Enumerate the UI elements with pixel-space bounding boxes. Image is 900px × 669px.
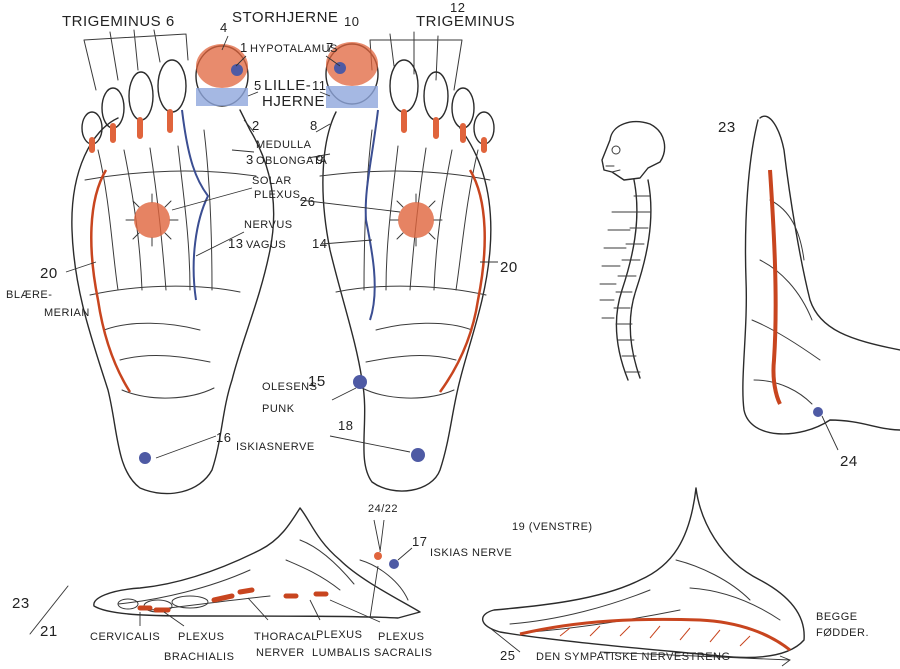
right-foot-bones [319, 129, 491, 399]
label-num-15: 15 [308, 373, 326, 390]
sympathetic-hatch [559, 625, 751, 647]
iskias-dot-right [411, 448, 425, 462]
bladder-meridian-right [438, 169, 486, 393]
label-num-14: 14 [312, 236, 327, 251]
label-punk: PUNK [262, 403, 295, 415]
inner-ankle-view: 23 24 [718, 115, 900, 470]
label-cervicalis: CERVICALIS [90, 631, 160, 643]
point-24-dot [813, 407, 823, 417]
label-num-8: 8 [310, 118, 318, 133]
side-labels: 20 BLÆRE- MERIAN 20 OLESENS 15 PUNK 16 I… [6, 259, 518, 453]
label-num-2: 2 [252, 118, 260, 133]
label-num-24-22: 24/22 [368, 503, 398, 515]
label-vagus: VAGUS [246, 239, 286, 251]
label-num-3: 3 [246, 152, 254, 167]
vagus-nerve-left [181, 109, 210, 301]
solar-rays-right [389, 193, 443, 247]
label-num-16: 16 [216, 430, 231, 445]
label-trigeminus-right: TRIGEMINUS [416, 13, 515, 30]
label-num-9: 9 [316, 152, 324, 167]
label-sacralis: SACRALIS [374, 647, 432, 659]
label-nervus: NERVUS [244, 219, 293, 231]
label-venstre: 19 (VENSTRE) [512, 521, 593, 533]
label-brachialis: BRACHIALIS [164, 651, 234, 663]
label-num-23: 23 [718, 119, 736, 136]
vagus-nerve-right [364, 109, 379, 321]
label-num-1: 1 [240, 40, 248, 55]
spine-zones-left [137, 587, 329, 613]
hypotalamus-dot-right [334, 62, 346, 74]
label-num-25: 25 [500, 648, 515, 663]
hypotalamus-dot-left [231, 64, 243, 76]
bladder-meridian-left [90, 169, 132, 393]
solar-rays-left [125, 193, 179, 247]
storhjerne-zone-right [326, 42, 378, 86]
label-solar: SOLAR [252, 175, 292, 187]
label-num-18: 18 [338, 418, 353, 433]
label-nerver: NERVER [256, 647, 305, 659]
label-olesens: OLESENS [262, 381, 317, 393]
label-num-10: 10 [344, 14, 359, 29]
label-den-sympatiske: DEN SYMPATISKE NERVESTRENG [536, 651, 731, 663]
label-num-13: 13 [228, 236, 243, 251]
label-medulla: MEDULLA [256, 139, 312, 151]
label-num-20-left: 20 [40, 265, 58, 282]
label-plexus-3: PLEXUS [378, 631, 424, 643]
label-fraction-23: 23 [12, 595, 30, 612]
skull-spine [599, 121, 666, 381]
label-plexus-2: PLEXUS [316, 629, 362, 641]
sympathetic-line-ankle [768, 169, 782, 405]
label-thoracal: THORACAL [254, 631, 318, 643]
left-foot-bones [84, 129, 257, 399]
lillehjerne-zone-left [196, 88, 248, 106]
sympathetic-strand-right [519, 617, 791, 652]
label-blaere: BLÆRE- [6, 289, 52, 301]
solar-plexus-left [134, 202, 170, 238]
pointer-lines [65, 35, 498, 459]
label-iskiasnerve: ISKIASNERVE [236, 441, 315, 453]
point-22-dot [374, 552, 382, 560]
side-foot-right [482, 487, 805, 667]
iskias-dot-left [139, 452, 151, 464]
side-foot-left [93, 507, 421, 627]
label-num-20-right: 20 [500, 259, 518, 276]
lillehjerne-zone-right [326, 86, 378, 108]
label-plexus: PLEXUS [254, 189, 300, 201]
top-labels: TRIGEMINUS 6 TRIGEMINUS 12 4 STORHJERNE … [62, 0, 515, 251]
label-num-7: 7 [326, 40, 334, 55]
label-lille: LILLE- [264, 77, 311, 94]
label-lumbalis: LUMBALIS [312, 647, 370, 659]
label-begge: BEGGE [816, 611, 858, 623]
label-trigeminus-left: TRIGEMINUS 6 [62, 13, 175, 30]
point-17-dot [389, 559, 399, 569]
solar-plexus-right [398, 202, 434, 238]
left-foot-sole [71, 29, 275, 495]
label-num-26: 26 [300, 194, 315, 209]
label-hjerne: HJERNE [262, 93, 325, 110]
label-num-5: 5 [254, 78, 262, 93]
label-num-12: 12 [450, 0, 465, 15]
label-num-17: 17 [412, 534, 427, 549]
bottom-right-labels: 25 DEN SYMPATISKE NERVESTRENG BEGGE FØDD… [500, 611, 869, 663]
fraction-slash [29, 585, 69, 635]
label-num-4: 4 [220, 20, 228, 35]
label-storhjerne: STORHJERNE [232, 9, 338, 26]
bottom-labels: 24/22 17 ISKIAS NERVE 19 (VENSTRE) 23 21… [12, 503, 593, 663]
label-fraction-21: 21 [40, 623, 58, 640]
label-merian: MERIAN [44, 307, 90, 319]
label-hypotalamus: HYPOTALAMUS [250, 43, 338, 55]
label-iskias-nerve-side: ISKIAS NERVE [430, 547, 512, 559]
storhjerne-zone-left [196, 44, 248, 88]
trigeminus-marks-right [401, 109, 487, 153]
right-foot-sole [319, 31, 495, 492]
label-fodder: FØDDER. [816, 627, 869, 639]
right-toe-strips [369, 31, 463, 91]
label-num-24: 24 [840, 453, 858, 470]
left-toe-strips [83, 29, 189, 91]
label-num-11: 11 [312, 78, 327, 93]
olesens-punkt-dot [353, 375, 367, 389]
trigeminus-marks-left [89, 109, 173, 153]
label-plexus-1: PLEXUS [178, 631, 224, 643]
